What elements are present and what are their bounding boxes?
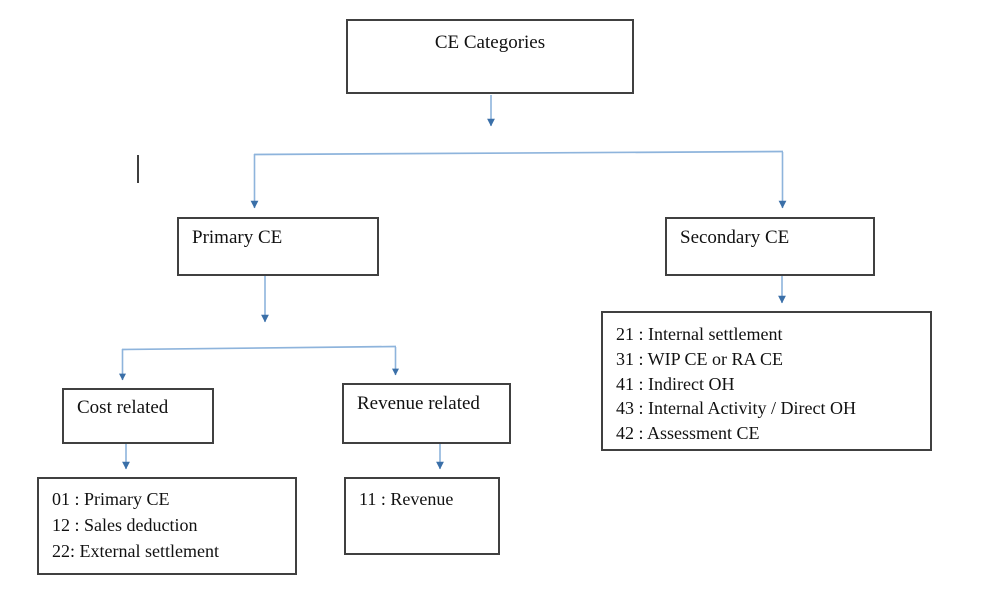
edge-level1-bus	[253, 150, 784, 156]
list-item: 12 : Sales deduction	[52, 515, 198, 536]
text-cursor-caret	[137, 155, 139, 183]
revenue-related-code-list: 11 : Revenue	[359, 486, 453, 512]
list-item: 11 : Revenue	[359, 489, 454, 509]
node-cost-related[interactable]: Cost related	[62, 388, 214, 444]
node-revenue-related[interactable]: Revenue related	[342, 383, 511, 444]
list-item: 31 : WIP CE or RA CE	[616, 348, 784, 369]
node-secondary-ce-codes[interactable]: 21 : Internal settlement 31 : WIP CE or …	[601, 311, 932, 451]
cost-related-code-list: 01 : Primary CE 12 : Sales deduction 22:…	[52, 486, 219, 564]
node-cost-related-codes[interactable]: 01 : Primary CE 12 : Sales deduction 22:…	[37, 477, 297, 575]
list-item: 43 : Internal Activity / Direct OH	[616, 398, 856, 419]
node-secondary-ce-label: Secondary CE	[680, 227, 790, 248]
node-revenue-related-label: Revenue related	[357, 393, 480, 414]
list-item: 22: External settlement	[52, 541, 219, 562]
edge-level2-bus	[121, 345, 397, 351]
node-primary-ce-label: Primary CE	[192, 227, 283, 248]
node-revenue-related-codes[interactable]: 11 : Revenue	[344, 477, 500, 555]
list-item: 01 : Primary CE	[52, 489, 170, 509]
secondary-code-list: 21 : Internal settlement 31 : WIP CE or …	[616, 322, 856, 446]
list-item: 41 : Indirect OH	[616, 373, 735, 394]
list-item: 21 : Internal settlement	[616, 324, 783, 344]
node-cost-related-label: Cost related	[77, 397, 169, 418]
node-secondary-ce[interactable]: Secondary CE	[665, 217, 875, 276]
node-ce-categories[interactable]: CE Categories	[346, 19, 634, 94]
node-ce-categories-label: CE Categories	[434, 32, 546, 53]
node-primary-ce[interactable]: Primary CE	[177, 217, 379, 276]
list-item: 42 : Assessment CE	[616, 423, 760, 444]
